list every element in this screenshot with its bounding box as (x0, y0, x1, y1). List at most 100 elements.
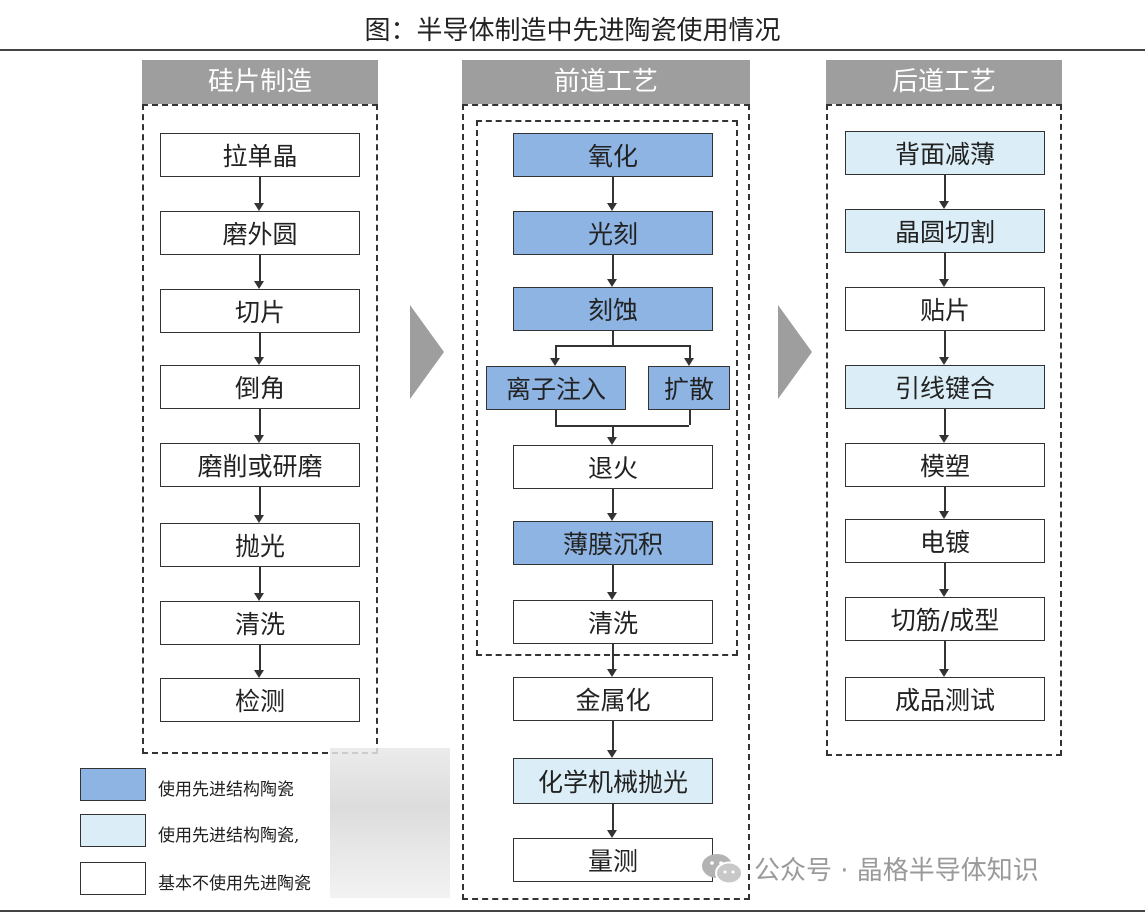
arrow-head (939, 589, 949, 597)
connector-line (944, 563, 946, 589)
legend-label-strong: 使用先进结构陶瓷 (158, 780, 294, 800)
connector-line (944, 409, 946, 435)
arrow-head (254, 670, 264, 678)
arrow-head (607, 830, 617, 838)
step-wafer-5: 磨削或研磨 (160, 443, 360, 487)
chevron-right-icon (410, 305, 444, 399)
step-wafer-7: 清洗 (160, 601, 360, 645)
connector-line (259, 255, 261, 281)
step-metrology: 量测 (513, 838, 713, 882)
step-clean-front: 清洗 (513, 600, 713, 644)
arrow-head (254, 593, 264, 601)
step-back-3: 贴片 (845, 287, 1045, 331)
connector-line (944, 487, 946, 511)
arrow-head (939, 435, 949, 443)
connector-line (944, 253, 946, 279)
step-ion-implant: 离子注入 (486, 366, 626, 410)
chevron-right-icon (778, 305, 812, 399)
connector-line (259, 333, 261, 357)
connector-line (612, 331, 614, 345)
top-rule (0, 49, 1145, 51)
step-cmp: 化学机械抛光 (513, 758, 713, 804)
legend-label-none: 基本不使用先进陶瓷 (158, 874, 311, 894)
step-back-8: 成品测试 (845, 677, 1045, 721)
connector-line (555, 425, 689, 427)
step-wafer-3: 切片 (160, 289, 360, 333)
arrow-head (607, 669, 617, 677)
header-back: 后道工艺 (826, 60, 1062, 104)
step-oxidation: 氧化 (513, 133, 713, 177)
step-thin-film: 薄膜沉积 (513, 521, 713, 565)
arrow-head (607, 750, 617, 758)
arrow-head (939, 669, 949, 677)
arrow-head (254, 435, 264, 443)
step-back-1: 背面减薄 (845, 131, 1045, 175)
connector-line (689, 345, 691, 358)
bottom-rule (0, 910, 1145, 912)
arrow-head (939, 511, 949, 519)
dashed-subgroup-front (476, 120, 738, 656)
arrow-head (607, 592, 617, 600)
connector-line (259, 487, 261, 515)
header-wafer: 硅片制造 (142, 60, 378, 104)
connector-line (689, 410, 691, 425)
step-lithography: 光刻 (513, 211, 713, 255)
arrow-head (939, 201, 949, 209)
legend-swatch-strong (80, 768, 146, 801)
arrow-head (607, 437, 617, 445)
step-anneal: 退火 (513, 445, 713, 489)
connector-line (944, 331, 946, 357)
step-wafer-8: 检测 (160, 678, 360, 722)
step-back-7: 切筋/成型 (845, 597, 1045, 641)
connector-line (259, 567, 261, 593)
step-diffusion: 扩散 (648, 366, 730, 410)
dashed-group-wafer (142, 104, 378, 754)
step-metallization: 金属化 (513, 677, 713, 721)
connector-line (259, 177, 261, 203)
connector-line (612, 489, 614, 513)
step-etch: 刻蚀 (513, 287, 713, 331)
watermark-text: 公众号 · 晶格半导体知识 (754, 856, 1039, 886)
arrow-head (607, 513, 617, 521)
connector-line (612, 644, 614, 669)
arrow-head (684, 358, 694, 366)
connector-line (555, 345, 689, 347)
step-wafer-6: 抛光 (160, 523, 360, 567)
legend-swatch-none (80, 862, 146, 895)
wechat-icon (702, 853, 743, 884)
dashed-group-front (462, 104, 750, 900)
step-wafer-2: 磨外圆 (160, 211, 360, 255)
connector-line (612, 255, 614, 279)
connector-line (259, 409, 261, 435)
legend-label-light: 使用先进结构陶瓷, (158, 826, 300, 846)
step-back-5: 模塑 (845, 443, 1045, 487)
header-front: 前道工艺 (462, 60, 750, 104)
step-wafer-1: 拉单晶 (160, 133, 360, 177)
watermark: 公众号 · 晶格半导体知识 (700, 850, 1039, 887)
connector-line (555, 410, 557, 425)
connector-line (944, 641, 946, 669)
connector-line (612, 721, 614, 750)
arrow-head (550, 358, 560, 366)
step-back-4: 引线键合 (845, 365, 1045, 409)
step-back-6: 电镀 (845, 519, 1045, 563)
arrow-head (607, 279, 617, 287)
connector-line (555, 345, 557, 358)
connector-line (944, 175, 946, 201)
connector-line (612, 177, 614, 203)
arrow-head (939, 279, 949, 287)
connector-line (612, 425, 614, 437)
connector-line (259, 645, 261, 670)
step-wafer-4: 倒角 (160, 365, 360, 409)
arrow-head (939, 357, 949, 365)
arrow-head (254, 203, 264, 211)
legend-swatch-light (80, 814, 146, 847)
arrow-head (254, 281, 264, 289)
dashed-group-back (826, 104, 1062, 756)
diagram-title: 图：半导体制造中先进陶瓷使用情况 (364, 16, 781, 46)
arrow-head (607, 203, 617, 211)
step-back-2: 晶圆切割 (845, 209, 1045, 253)
connector-line (612, 804, 614, 830)
blurred-region (330, 748, 450, 898)
arrow-head (254, 515, 264, 523)
